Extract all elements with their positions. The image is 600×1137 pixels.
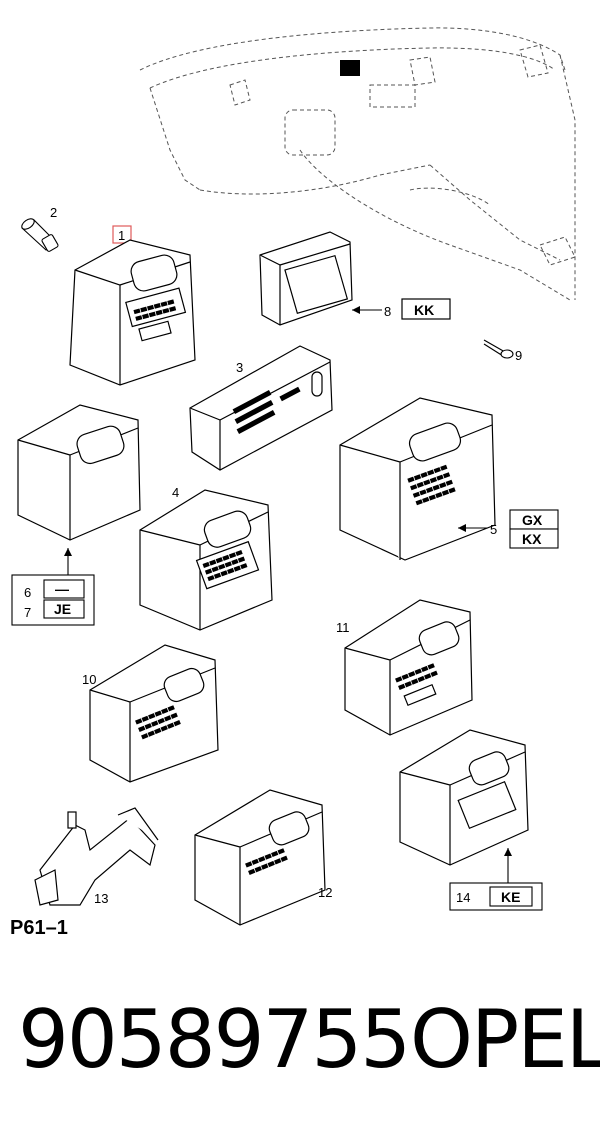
code-je: JE [54, 601, 71, 617]
item-10-module [89, 644, 219, 783]
code-dash: — [55, 581, 69, 597]
item-2-label: 2 [50, 205, 57, 220]
diagram-reference: P61–1 [10, 917, 68, 939]
item-6-label: 6 [24, 585, 31, 600]
item-3-label: 3 [236, 360, 243, 375]
item-12-module [194, 789, 326, 926]
code-box-je [43, 599, 85, 619]
parts-diagram: 1 2 8 KK 9 [10, 27, 576, 939]
item-6-7-module [17, 404, 141, 541]
item-11-label: 11 [336, 620, 350, 635]
dashboard-module-location [340, 60, 360, 76]
code-box-kx [509, 528, 559, 549]
footer: 90589755 OPEL [0, 990, 600, 1100]
item-14-module [399, 729, 529, 866]
item-4-module [139, 489, 273, 631]
item-4-label: 4 [172, 485, 179, 500]
item-12-label: 12 [318, 885, 332, 900]
code-box-ke [489, 886, 533, 907]
item-7-label: 7 [24, 605, 31, 620]
code-gx: GX [522, 512, 543, 528]
item-9-screw [483, 339, 514, 359]
item-3-module [189, 345, 333, 471]
dashboard-outline [139, 27, 576, 301]
brand-name: OPEL [410, 993, 600, 1086]
item-14-label-overlay: 14 [456, 890, 470, 905]
code-kx: KX [522, 531, 542, 547]
item-10-label: 10 [82, 672, 96, 687]
item-5-label: 5 [490, 522, 497, 537]
item-1-label: 1 [118, 228, 125, 243]
part-number: 90589755 [18, 993, 411, 1086]
item-11-module [344, 599, 473, 736]
item-5-module [339, 397, 496, 561]
item-13-label: 13 [94, 891, 108, 906]
code-box-dash [43, 579, 85, 599]
item-1-module [69, 239, 196, 386]
item-8-module [259, 231, 353, 326]
item-2-plug [21, 218, 59, 252]
item-1-highlight [112, 225, 132, 244]
item-8-label: 8 [384, 304, 391, 319]
item-9-label: 9 [515, 348, 522, 363]
code-kk: KK [414, 302, 434, 318]
item-13-bracket [34, 807, 159, 906]
code-ke: KE [501, 889, 520, 905]
code-box-kk [401, 298, 451, 320]
